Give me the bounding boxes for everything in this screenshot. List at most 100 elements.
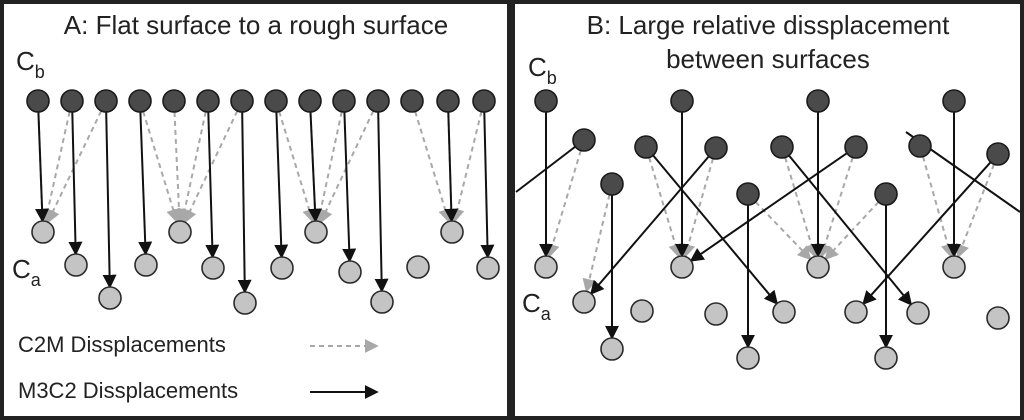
panel-a-frame	[0, 0, 511, 420]
panel-a-c2m-arrow	[142, 111, 180, 224]
panel-a-m3c2-arrow	[444, 111, 459, 223]
panel-a-cloud-a-point	[134, 253, 158, 277]
panel-a-m3c2-arrow	[480, 111, 495, 259]
panel-a-c2m-arrow	[414, 111, 452, 224]
panel-b-m3c2-arrow	[689, 152, 848, 262]
panel-b-title-line-1: B: Large relative dissplacement	[587, 10, 951, 40]
panel-a-m3c2-arrow	[205, 111, 220, 259]
panel-a-title: A: Flat surface to a rough surface	[64, 10, 448, 40]
panel-b-ca-label: Ca	[522, 288, 552, 324]
panel-a-cloud-b-point	[26, 89, 50, 113]
panel-b-cloud-b-point	[844, 135, 868, 159]
panel-b-c2m-arrow	[818, 157, 854, 259]
panel-b-cloud-a-point	[986, 306, 1010, 330]
panel-b-cloud-b-point	[634, 135, 658, 159]
panel-a-c2m-arrow	[313, 111, 343, 224]
panel-b-cloud-b-point	[806, 89, 830, 113]
panel-a-cloud-b-point	[436, 89, 460, 113]
panel-a-cloud-a-point	[168, 220, 192, 244]
panel-a-cloud-b-point	[264, 89, 288, 113]
panel-a-cloud-a-point	[64, 253, 88, 277]
legend-c2m-label: C2M Dissplacements	[18, 332, 226, 357]
panel-a-cloud-b-point	[128, 89, 152, 113]
panel-b-m3c2-arrow	[788, 154, 913, 306]
panel-b-cloud-a-point	[534, 255, 558, 279]
panel-b-c2m-arrow	[824, 201, 880, 261]
panel-b-c2m-arrow	[582, 194, 611, 294]
panel-b-cloud-b-point	[736, 182, 760, 206]
panel-b-cloud-a-point	[572, 290, 596, 314]
panel-b-cloud-b-point	[670, 89, 694, 113]
panel-a-m3c2-arrow	[35, 111, 50, 223]
panel-a-m3c2-arrow	[102, 111, 117, 289]
panel-a-ca-label: Ca	[12, 254, 42, 290]
point-markers	[26, 89, 1010, 370]
panel-a-cloud-b-point	[298, 89, 322, 113]
panel-a-c2m-arrow	[177, 111, 207, 224]
panel-b-cloud-a-point	[874, 346, 898, 370]
panel-a-cloud-a-point	[98, 286, 122, 310]
panel-b-cloud-a-point	[942, 255, 966, 279]
panel-b-c2m-arrow	[784, 157, 819, 259]
legend-m3c2-label: M3C2 Dissplacements	[18, 378, 238, 403]
panel-b-c2m-arrow	[754, 201, 812, 261]
panel-a-m3c2-arrow	[374, 111, 389, 293]
panel-a-cloud-a-point	[201, 256, 225, 280]
panel-a-cloud-a-point	[370, 290, 394, 314]
panel-b-cloud-b-point	[986, 142, 1010, 166]
panel-b-c2m-arrow	[681, 158, 714, 259]
displacement-arrows	[35, 110, 1021, 349]
panel-a-cb-label: Cb	[16, 46, 45, 82]
panel-b-cloud-a-point	[806, 255, 830, 279]
panel-a-m3c2-arrow	[307, 111, 322, 223]
panel-b-cloud-b-point	[704, 136, 728, 160]
panel-a-cloud-a-point	[476, 256, 500, 280]
panel-a-m3c2-arrow	[68, 111, 83, 256]
panel-a-cloud-a-point	[233, 291, 257, 315]
panel-b-cloud-b-point	[534, 89, 558, 113]
panel-b-cloud-b-point	[942, 89, 966, 113]
panel-a-cloud-a-point	[304, 220, 328, 244]
panel-b-cloud-a-point	[630, 299, 654, 323]
panel-a-cloud-b-point	[162, 89, 186, 113]
panel-b-m3c2-arrow	[862, 161, 992, 306]
panel-a-cloud-b-point	[94, 89, 118, 113]
panel-a-m3c2-arrow	[342, 111, 357, 263]
panel-b-cloud-a-point	[704, 302, 728, 326]
panel-b-cloud-b-point	[874, 182, 898, 206]
panel-b-cloud-a-point	[772, 300, 796, 324]
panel-a-cloud-a-point	[31, 220, 55, 244]
panel-a-cloud-a-point	[270, 256, 294, 280]
panel-a-cloud-b-point	[230, 89, 254, 113]
panel-b-m3c2-offpanel-line	[515, 139, 585, 193]
panel-b-cloud-a-point	[670, 255, 694, 279]
panel-a-c2m-arrow	[171, 111, 186, 223]
panel-b-cloud-b-point	[600, 172, 624, 196]
panel-b-cloud-a-point	[600, 337, 624, 361]
panel-b-c2m-arrow	[955, 163, 995, 259]
panel-b-c2m-arrow	[545, 150, 582, 259]
panel-a-cloud-a-point	[338, 260, 362, 284]
panel-a-c2m-arrow	[183, 110, 239, 224]
panel-b-c2m-arrow	[922, 156, 955, 259]
panel-a-cloud-b-point	[366, 89, 390, 113]
panel-b-title-line-2: between surfaces	[666, 44, 870, 74]
panel-b-c2m-arrow	[648, 157, 683, 259]
panel-a-c2m-arrow	[278, 111, 316, 224]
panel-a-m3c2-arrow	[138, 111, 153, 256]
panel-a-cloud-b-point	[332, 89, 356, 113]
panel-b-cloud-b-point	[572, 128, 596, 152]
panel-a-c2m-arrow	[319, 110, 375, 224]
panel-a-cloud-a-point	[406, 255, 430, 279]
panel-b-cloud-a-point	[736, 346, 760, 370]
panel-a-cloud-b-point	[196, 89, 220, 113]
panel-a-cloud-b-point	[60, 89, 84, 113]
panel-b-m3c2-arrow	[652, 154, 779, 305]
panel-a-m3c2-arrow	[237, 111, 252, 294]
panel-b-m3c2-arrow	[589, 155, 710, 296]
panel-a-cloud-b-point	[400, 89, 424, 113]
panel-b-cloud-a-point	[906, 301, 930, 325]
panel-b-cloud-b-point	[770, 135, 794, 159]
panel-a-cloud-a-point	[440, 220, 464, 244]
